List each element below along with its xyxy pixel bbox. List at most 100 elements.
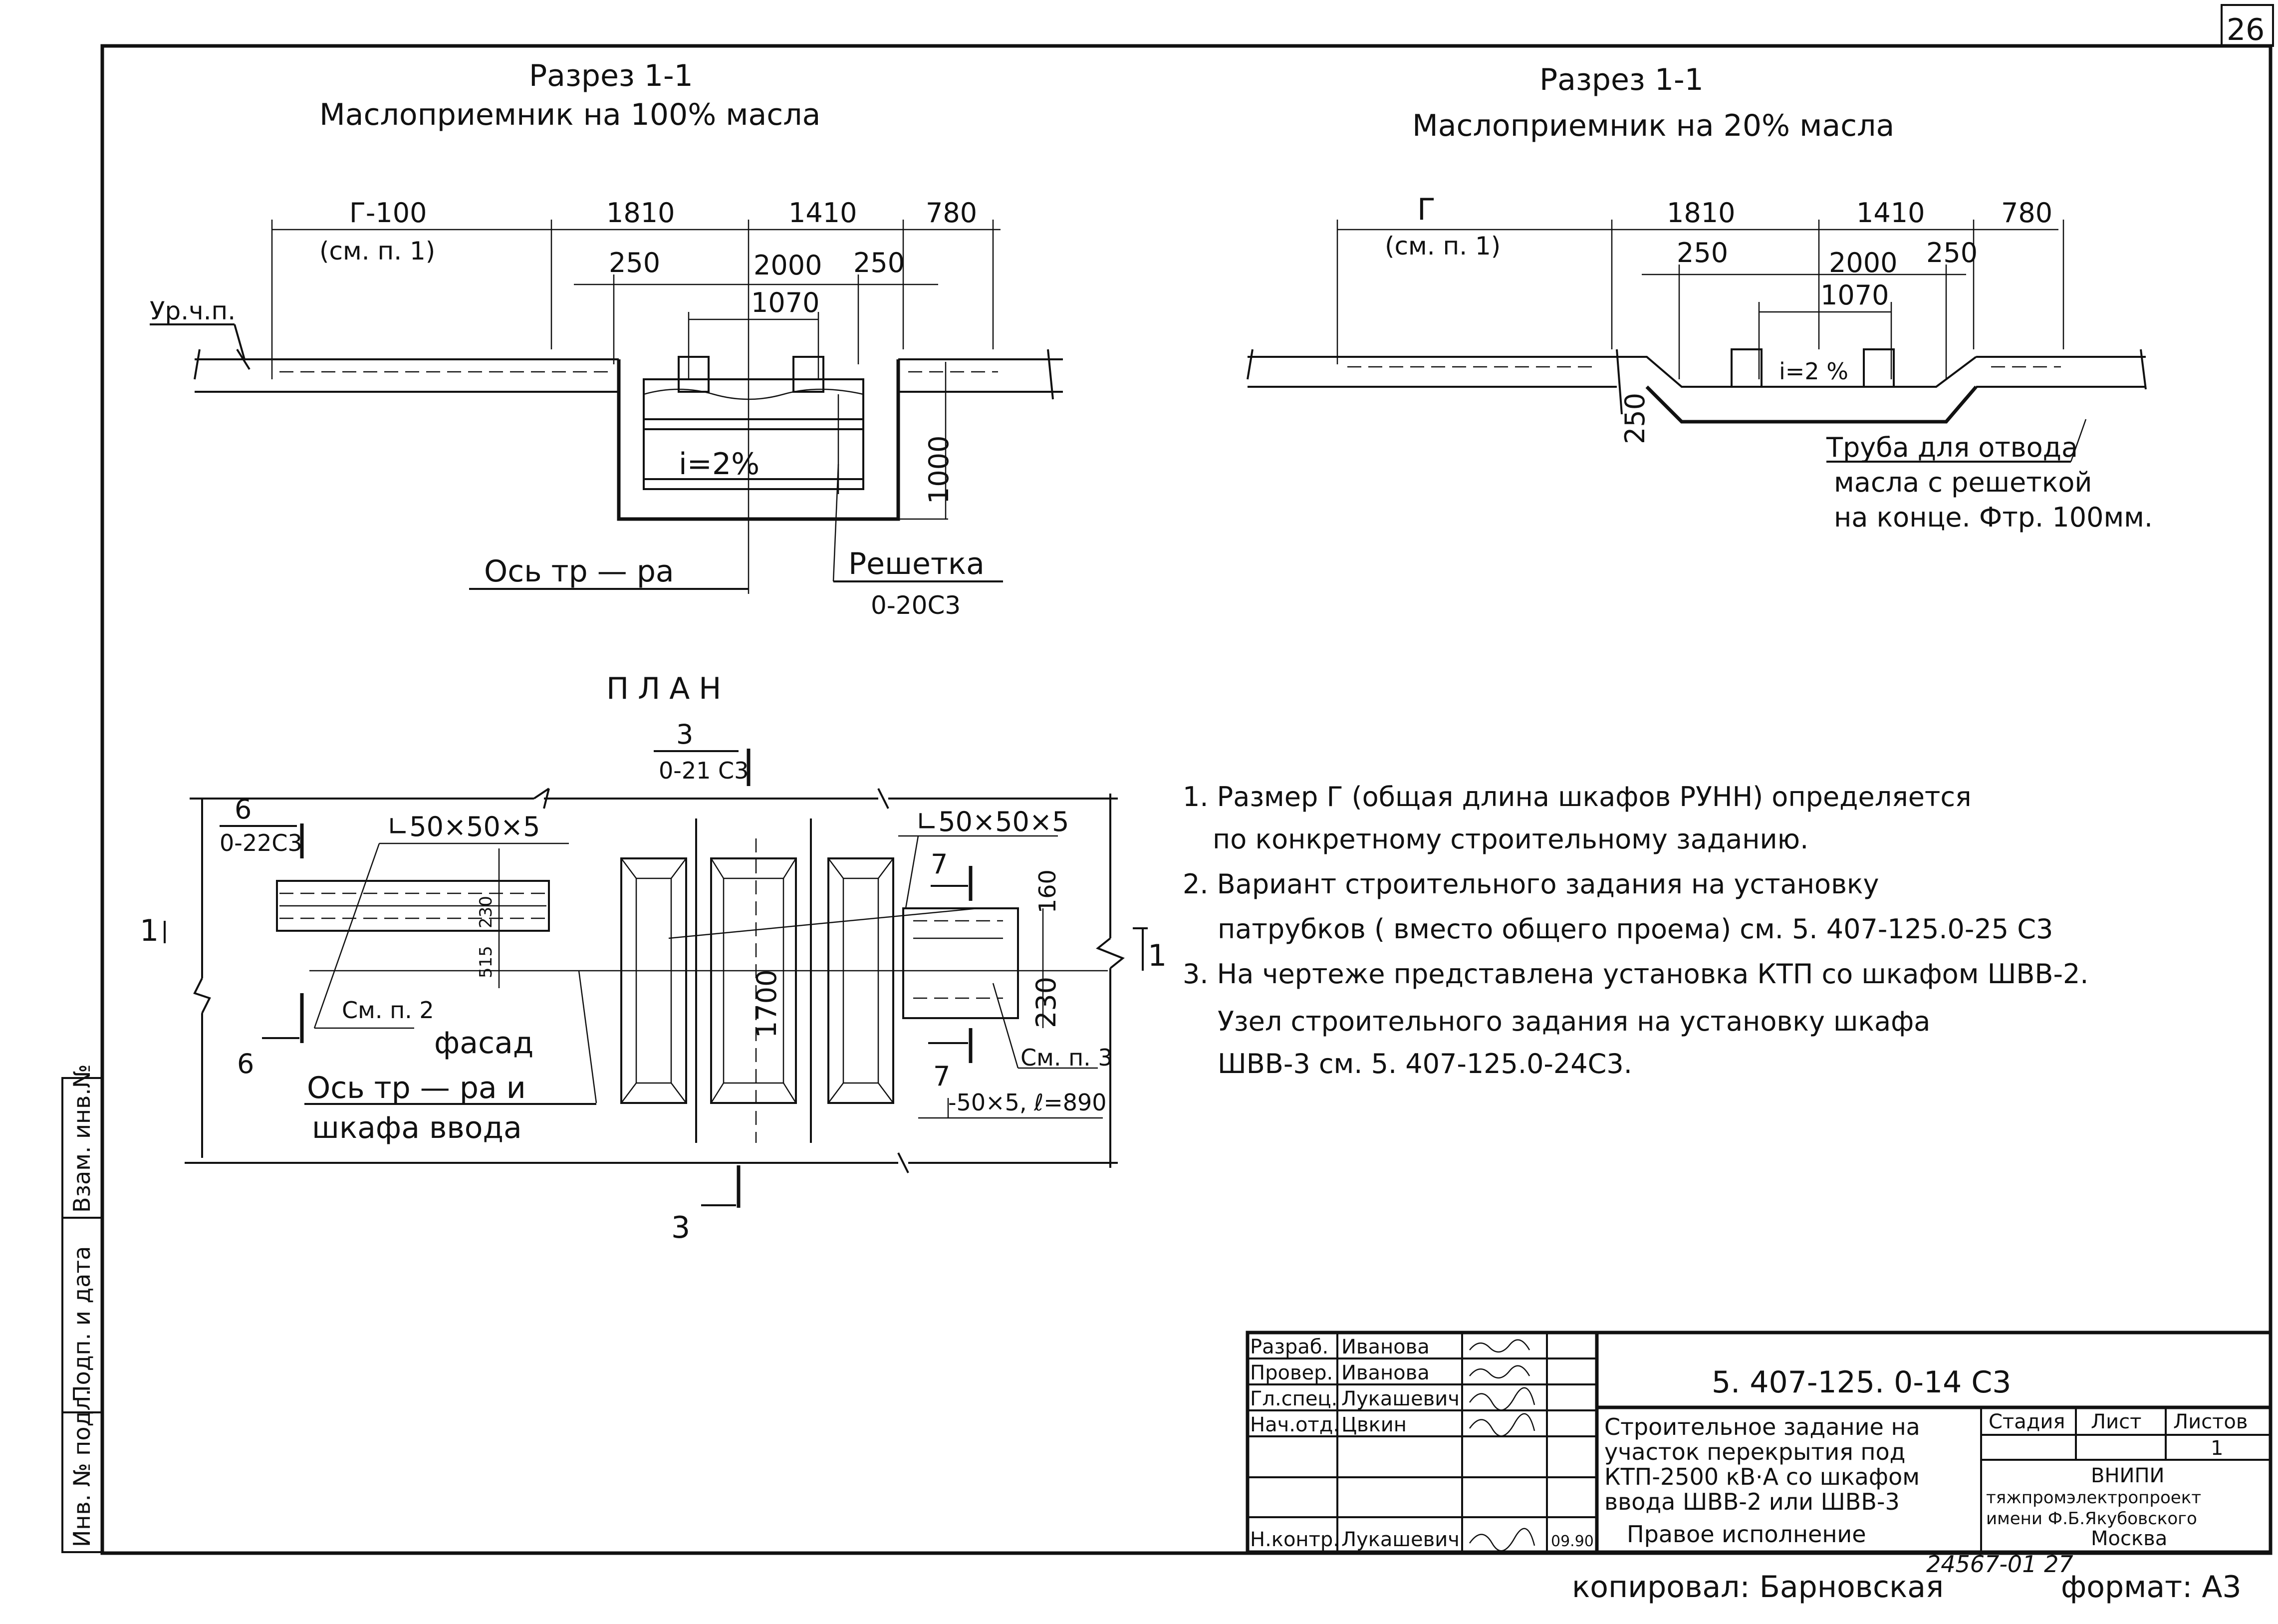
role-norm-control: Н.контр. [1250,1528,1339,1551]
cut6-ref: 0-22С3 [220,829,302,856]
dim-515: 515 [476,946,496,978]
stamp-inv-original: Инв. № подл. [68,1389,95,1547]
dim-g-ref-right: (см. п. 1) [1385,232,1501,261]
note-1-line1: 1. Размер Г (общая длина шкафов РУНН) оп… [1183,781,1972,812]
dim-1410-right: 1410 [1856,197,1925,229]
section-right-slab [1247,348,2147,424]
dim-1810: 1810 [606,197,675,229]
section-right-dim-lines [1336,220,2064,379]
name-developer: Иванова [1341,1336,1430,1358]
dim-780-right: 780 [2001,197,2052,229]
stamp-sign-date: Подп. и дата [68,1246,95,1402]
note-1-line2: по конкретному строительному заданию. [1213,823,1808,855]
dim-g: Г [1417,192,1436,227]
axis-line2: шкафа ввода [312,1110,522,1145]
dim-1700: 1700 [751,970,782,1038]
slope-left: i=2% [679,447,759,482]
dim-250-right-b: 250 [1926,237,1978,269]
note-3-line3: ШВВ-3 см. 5. 407-125.0-24С3. [1218,1048,1632,1080]
name-chief-spec: Лукашевич [1341,1387,1460,1410]
dim-2000-right: 2000 [1829,247,1897,278]
cut7-top-label: 7 [931,848,948,880]
ref-p3: См. п. 3 [1020,1044,1113,1071]
org-line3: имени Ф.Б.Якубовского [1986,1509,2197,1529]
section-left-slab [194,348,1063,521]
doc-code: 5. 407-125. 0-14 С3 [1712,1365,2011,1400]
footer-copied: копировал: Барновская [1572,1570,1944,1605]
grate-ref: 0-20С3 [871,591,961,620]
dim-1810-right: 1810 [1667,197,1735,229]
org-line4: Москва [2091,1527,2167,1550]
ref-p2: См. п. 2 [342,997,434,1024]
grate-leader [832,464,839,582]
note-2-line2: патрубков ( вместо общего проема) см. 5.… [1218,913,2053,945]
org-line1: ВНИПИ [2091,1464,2164,1487]
depth-1000: 1000 [923,436,955,504]
signatures [1469,1339,1535,1552]
desc-line2: участок перекрытия под [1604,1438,1905,1465]
pipe-note-line2: масла с решеткой [1834,467,2092,498]
section-left-title: Разрез 1-1 [529,58,693,93]
slope-right: i=2 % [1779,358,1848,385]
note-2-line1: 2. Вариант строительного задания на уста… [1183,868,1879,900]
axis-label-left: Ось тр — ра [484,554,674,589]
dim-160: 160 [1034,869,1061,913]
desc-line3: КТП-2500 кВ·А со шкафом [1604,1463,1920,1490]
sheets-header: Листов [2173,1410,2248,1433]
strip-label: -50×5, ℓ=890 [948,1089,1107,1116]
plan-outline [185,788,1125,1173]
dim-1070: 1070 [751,287,819,318]
grate-label: Решетка [848,546,985,581]
pipe-note-leader [2070,419,2087,462]
cut1-left-label: 1 [140,913,159,948]
pipe-note-line1: Труба для отвода [1826,432,2078,463]
section-left: Разрез 1-1 Маслоприемник на 100% масла Г… [150,58,1063,620]
right-element [898,835,1103,1119]
dim-g-100: Г-100 [349,197,427,229]
sheet-header: Лист [2091,1410,2141,1433]
cut3-top-ref: 0-21 С3 [659,757,749,784]
dim-780: 780 [926,197,977,229]
dim-230-left: 230 [476,896,496,928]
dim-g-ref: (см. п. 1) [319,237,435,266]
role-checker: Провер. [1250,1361,1333,1384]
role-developer: Разраб. [1250,1336,1328,1358]
desc-line4: ввода ШВВ-2 или ШВВ-3 [1604,1488,1900,1515]
stamp-replace-inv: Взам. инв.№ [68,1064,95,1213]
date-norm-control: 09.90 [1551,1533,1594,1550]
dim-250-b: 250 [853,247,905,278]
dim-230-right: 230 [1030,977,1062,1028]
sheet-number: 26 [2227,12,2265,47]
cut7-bottom-label: 7 [933,1061,950,1092]
role-dept-head: Нач.отд. [1250,1413,1339,1436]
left-channel [276,880,550,932]
section-right-subtitle: Маслоприемник на 20% масла [1412,108,1894,143]
dim-1410: 1410 [788,197,857,229]
ktp-frames [620,818,979,1143]
level-arrow [234,324,246,360]
role-chief-spec: Гл.спец. [1250,1387,1337,1410]
angle-left: ∟50×50×5 [387,811,540,842]
side-stamp: Взам. инв.№ Подп. и дата Инв. № подл. [61,1064,103,1553]
depth-250: 250 [1619,393,1651,444]
stage-header: Стадия [1989,1410,2065,1433]
dim-250-right-a: 250 [1677,237,1728,269]
plan-title: ПЛАН [606,671,730,706]
notes: 1. Размер Г (общая длина шкафов РУНН) оп… [1183,781,2088,1080]
cut3-bottom-label: 3 [671,1210,690,1245]
cut6-top-label: 6 [235,794,252,825]
cut1-right-label: 1 [1148,938,1167,973]
section-left-subtitle: Маслоприемник на 100% масла [319,97,820,132]
facade-label: фасад [434,1026,533,1061]
section-left-dim-lines [271,220,1001,594]
plan: ПЛАН 3 0-21 С3 [140,671,1167,1245]
footer: копировал: Барновская 24567-01 27 формат… [1572,1551,2242,1605]
cut6-bottom-label: 6 [237,1048,254,1080]
org-line2: тяжпромэлектропроект [1986,1488,2201,1508]
footer-number: 24567-01 27 [1926,1551,2073,1578]
footer-format: формат: А3 [2061,1570,2242,1605]
desc-line1: Строительное задание на [1604,1413,1920,1440]
level-label: Ур.ч.п. [150,296,236,325]
sheets-value: 1 [2211,1437,2223,1460]
section-right: Разрез 1-1 Маслоприемник на 20% масла Г … [1247,62,2153,533]
